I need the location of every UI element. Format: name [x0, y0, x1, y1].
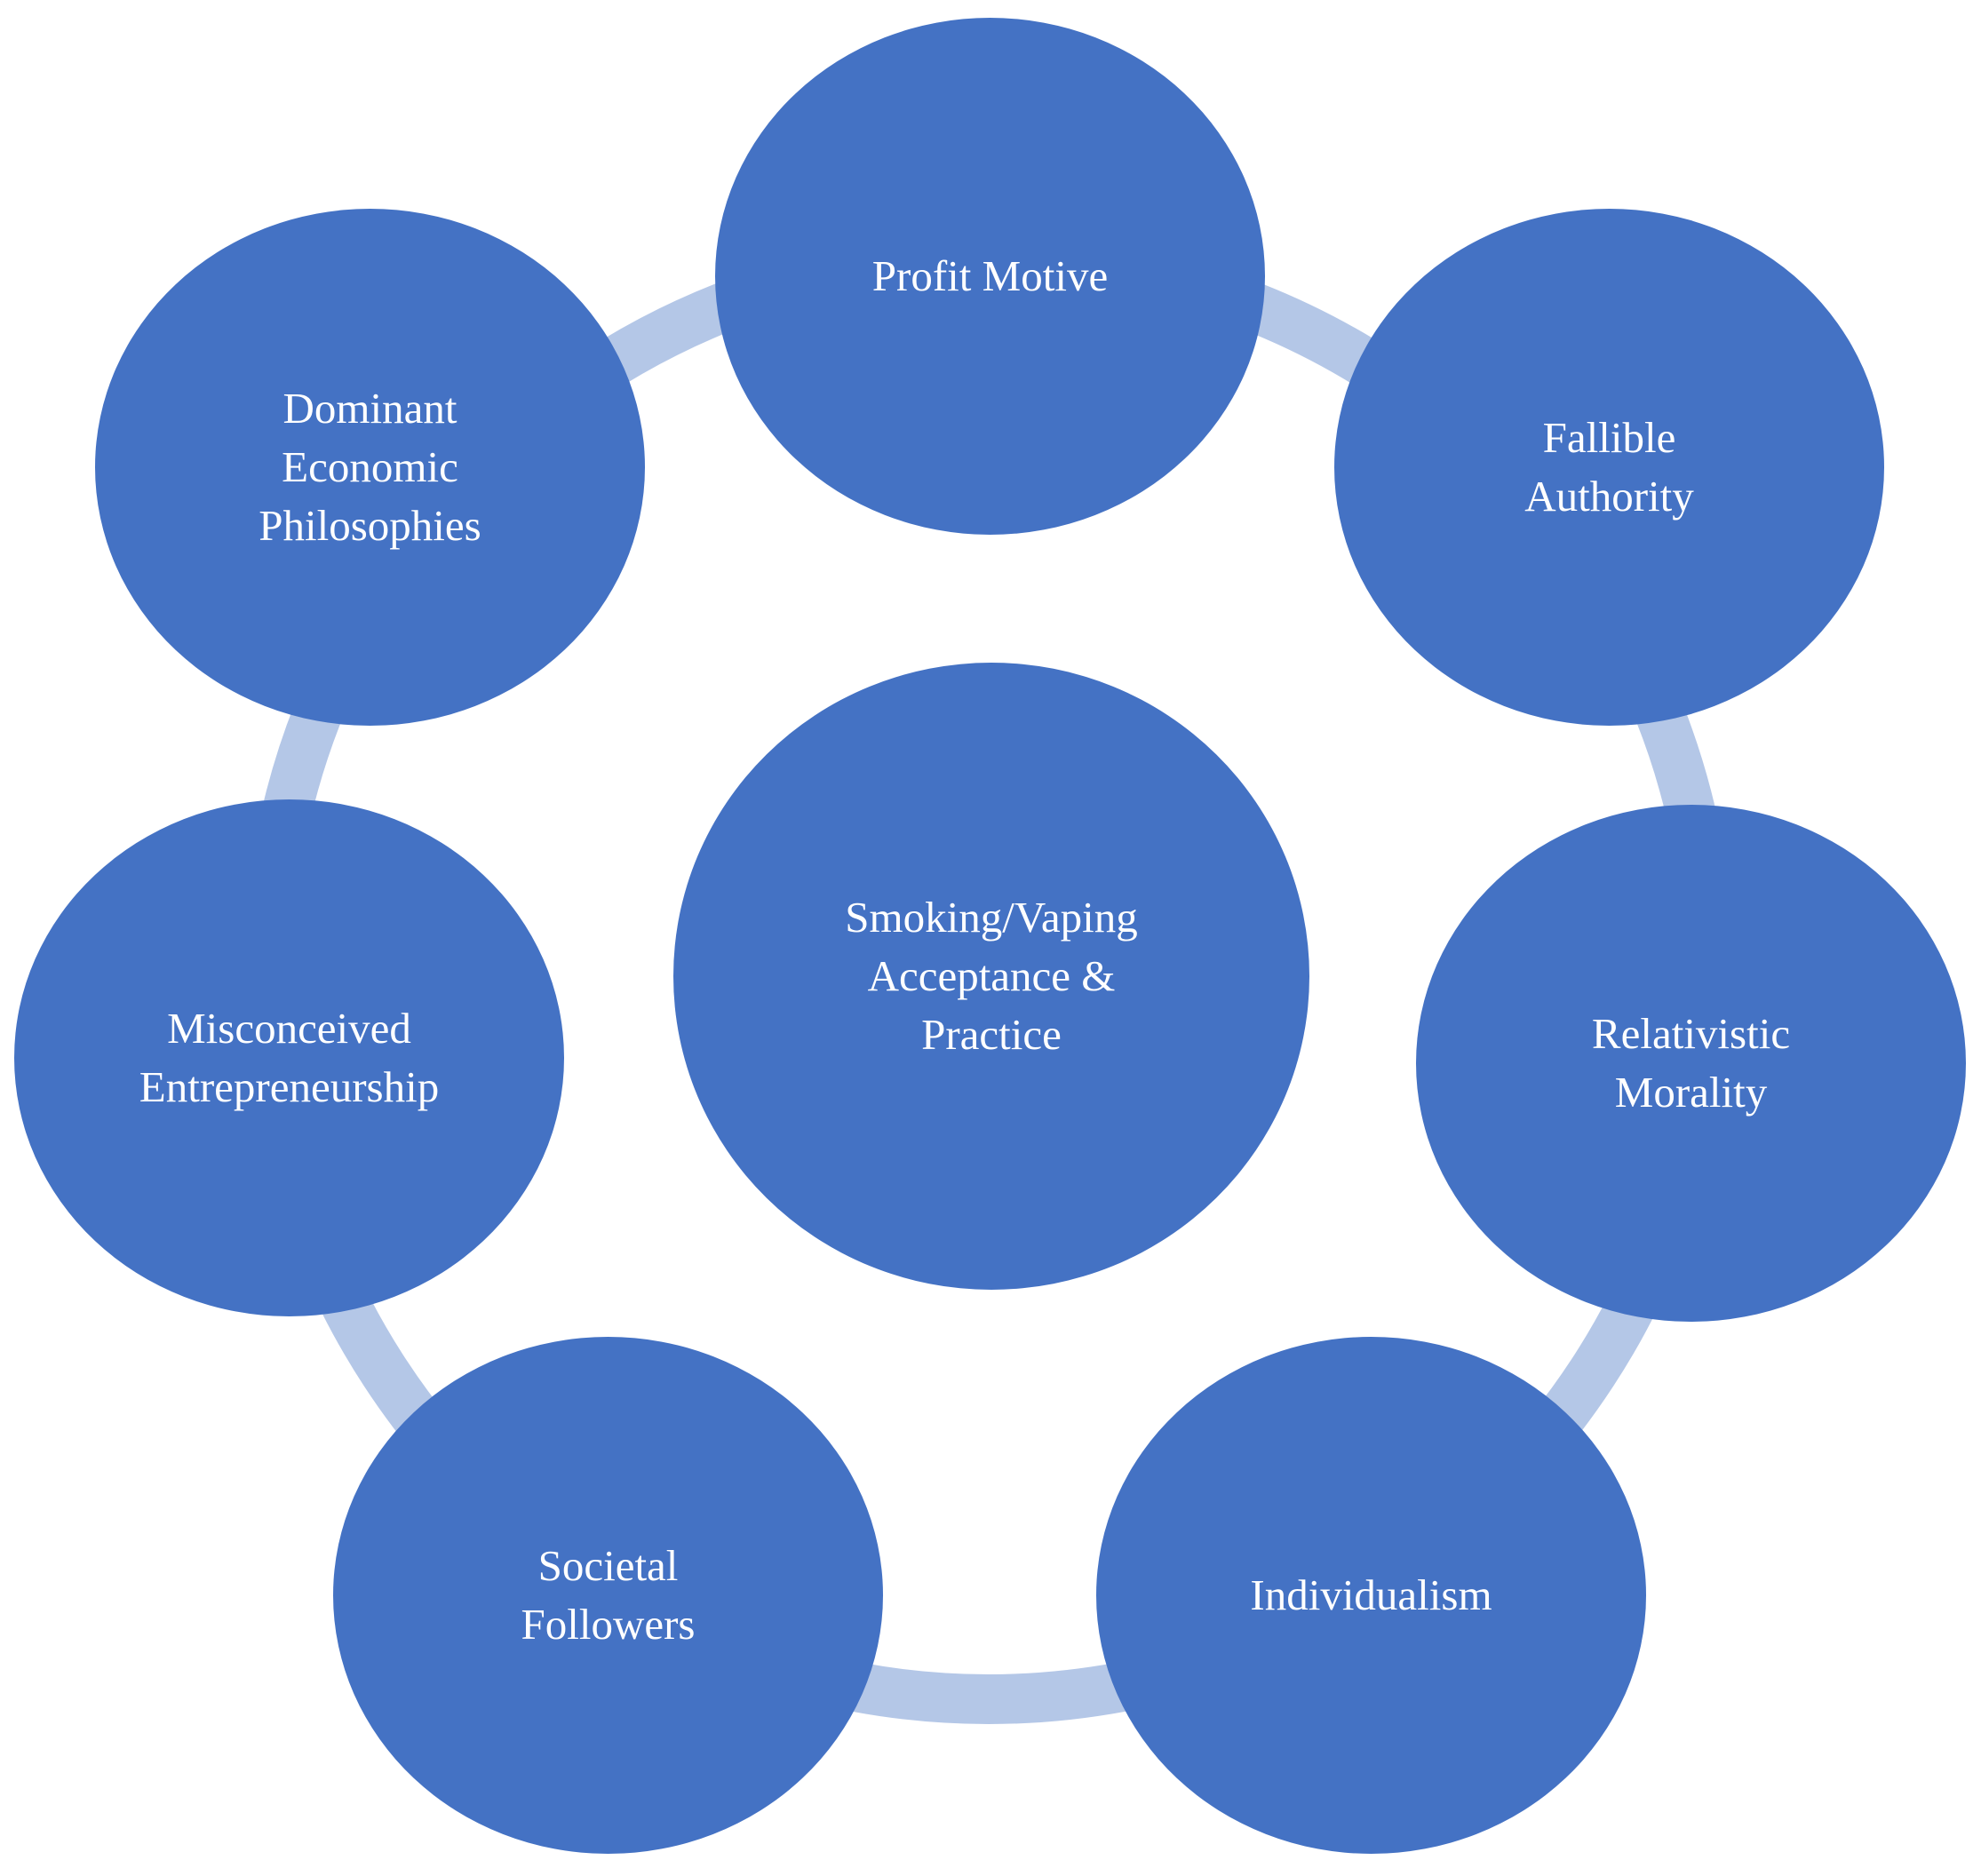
- node-misconceived-entrepreneurship: Misconceived Entrepreneurship: [14, 799, 564, 1316]
- node-fallible-authority: Fallible Authority: [1334, 209, 1884, 726]
- node-relativistic-morality: Relativistic Morality: [1416, 805, 1966, 1322]
- node-profit-motive: Profit Motive: [715, 18, 1265, 535]
- node-label: Profit Motive: [871, 251, 1109, 300]
- node-label: Misconceived Entrepreneurship: [139, 1004, 440, 1111]
- node-label: Dominant Economic Philosophies: [259, 384, 481, 550]
- node-label: Societal Followers: [521, 1541, 696, 1649]
- node-label: Individualism: [1250, 1570, 1492, 1619]
- node-label: Relativistic Morality: [1591, 1009, 1791, 1117]
- center-node-label: Smoking/Vaping Acceptance & Practice: [845, 893, 1138, 1059]
- center-node: Smoking/Vaping Acceptance & Practice: [673, 663, 1309, 1290]
- node-individualism: Individualism: [1096, 1337, 1646, 1854]
- node-label: Fallible Authority: [1524, 413, 1694, 521]
- node-societal-followers: Societal Followers: [333, 1337, 883, 1854]
- node-dominant-economic-philosophies: Dominant Economic Philosophies: [95, 209, 645, 726]
